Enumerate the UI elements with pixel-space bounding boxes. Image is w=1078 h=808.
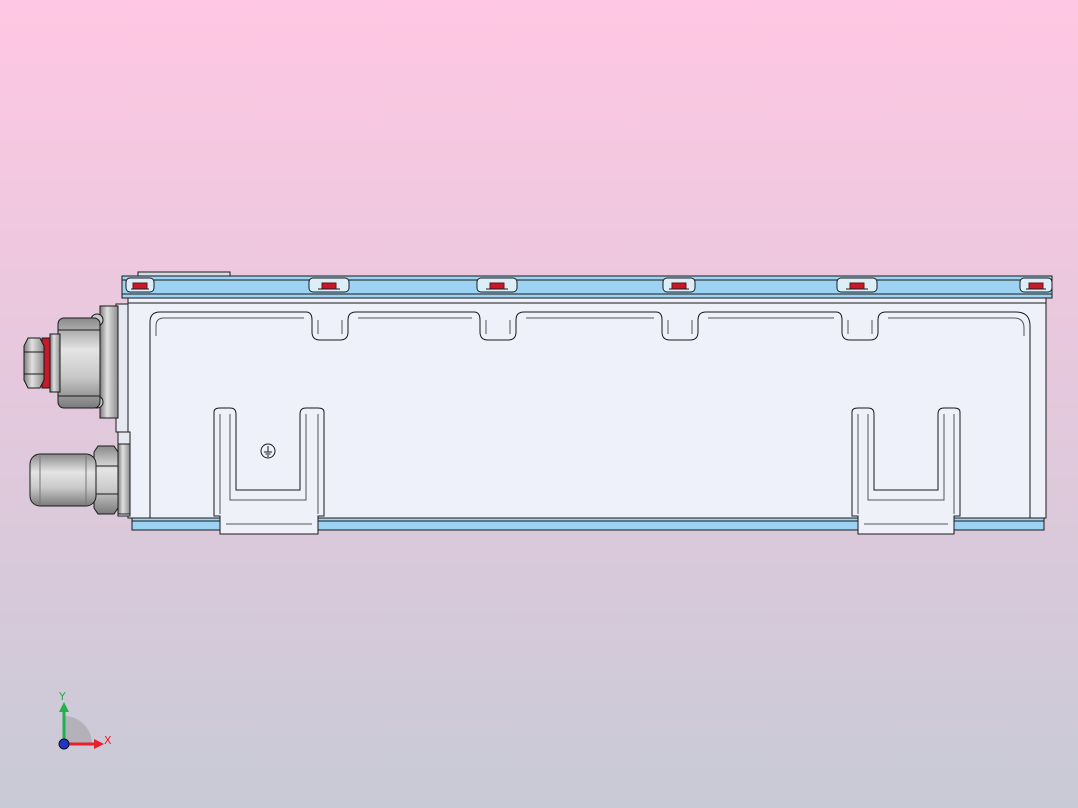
connector-body: [57, 317, 101, 409]
top-rib: [149, 311, 1031, 341]
coordinate-triad-icon[interactable]: Y X: [58, 690, 112, 750]
gland-hex: [93, 445, 119, 515]
screw: [836, 277, 878, 293]
screw: [308, 277, 350, 293]
rail-screws: [125, 277, 1053, 293]
cable-gland[interactable]: [29, 443, 131, 515]
mounting-bracket-left[interactable]: [213, 407, 325, 535]
z-axis-dot: [58, 738, 70, 750]
y-axis-label: Y: [58, 690, 66, 703]
enclosure[interactable]: [115, 271, 1053, 535]
housing-body: [127, 297, 1047, 519]
x-axis-head: [94, 739, 104, 749]
y-axis-head: [59, 702, 69, 712]
screw: [125, 277, 155, 293]
circular-connector[interactable]: [23, 305, 119, 419]
mounting-bracket-right[interactable]: [851, 407, 961, 535]
connector-ring: [49, 333, 61, 393]
ground-symbol-icon: [260, 443, 276, 459]
triad-arc: [64, 716, 92, 744]
screw: [476, 277, 518, 293]
gland-cap: [29, 453, 97, 507]
hex-nut: [23, 337, 45, 389]
x-axis-label: X: [104, 734, 112, 747]
screw: [1019, 277, 1053, 293]
screw: [662, 277, 696, 293]
top-rib-inner: [155, 317, 1025, 336]
top-rail: [121, 275, 1053, 299]
gland-base: [117, 443, 131, 515]
